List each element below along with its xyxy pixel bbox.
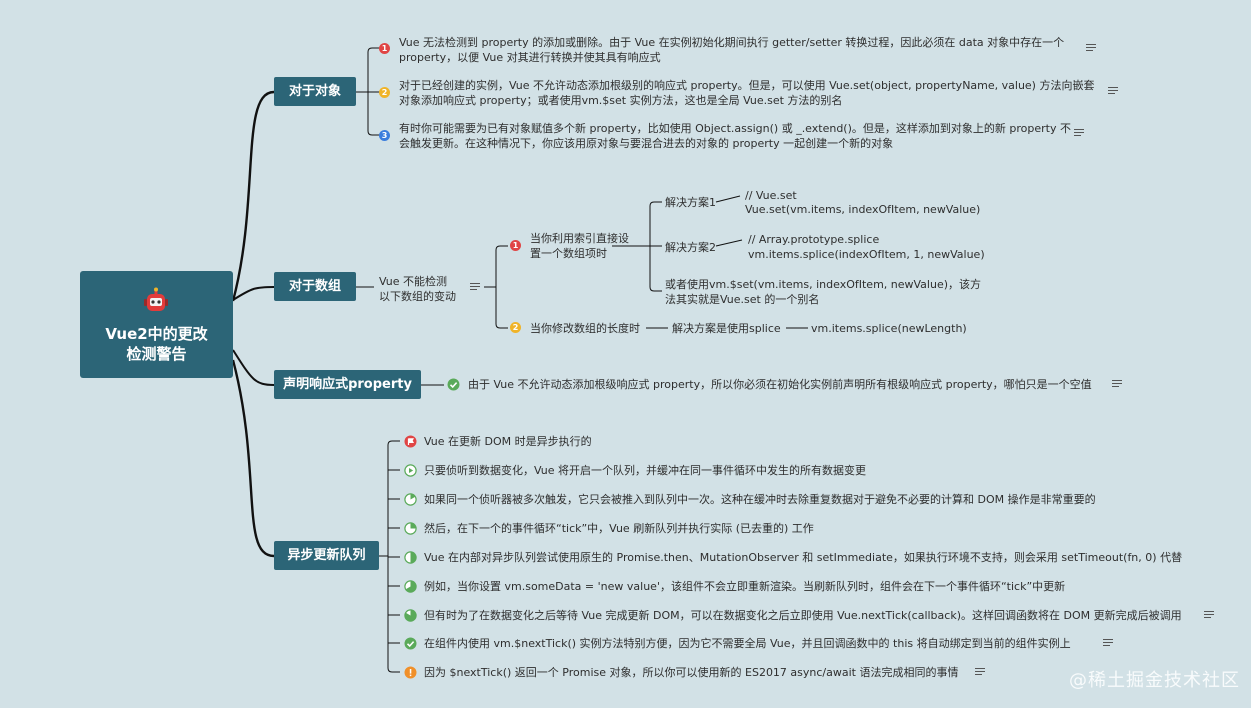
progress-3-icon xyxy=(404,551,417,564)
array-intro-line1: Vue 不能检测 xyxy=(379,275,448,288)
async-item-3: 如果同一个侦听器被多次触发，它只会被推入到队列中一次。这种在缓冲时去除重复数据对… xyxy=(424,493,1096,506)
badge-3-icon: 3 xyxy=(379,130,390,141)
badge-2-icon: 2 xyxy=(510,322,521,333)
array-case2-label: 当你修改数组的长度时 xyxy=(530,322,640,335)
object-item-2-line2: 对象添加响应式 property；或者使用vm.$set 实例方法，这也是全局 … xyxy=(399,94,843,107)
root-node[interactable]: Vue2中的更改 检测警告 xyxy=(80,271,233,378)
async-item-7: 但有时为了在数据变化之后等待 Vue 完成更新 DOM，可以在数据变化之后立即使… xyxy=(424,609,1182,622)
note-icon[interactable] xyxy=(1204,611,1214,619)
branch-async-queue[interactable]: 异步更新队列 xyxy=(274,541,379,570)
note-icon[interactable] xyxy=(1074,129,1084,137)
progress-5-icon xyxy=(404,609,417,622)
branch-array[interactable]: 对于数组 xyxy=(274,272,356,301)
note-icon[interactable] xyxy=(1112,380,1122,388)
check-icon xyxy=(404,637,417,650)
check-icon xyxy=(447,378,460,391)
array-solution2-comment: // Array.prototype.splice xyxy=(748,233,880,246)
array-intro-line2: 以下数组的变动 xyxy=(379,290,456,303)
note-icon[interactable] xyxy=(1103,639,1113,647)
array-solution1-label: 解决方案1 xyxy=(665,196,716,209)
array-case2-code: vm.items.splice(newLength) xyxy=(811,322,967,335)
object-item-2-line1: 对于已经创建的实例，Vue 不允许动态添加根级别的响应式 property。但是… xyxy=(399,79,1095,92)
object-item-3-line1: 有时你可能需要为已有对象赋值多个新 property，比如使用 Object.a… xyxy=(399,122,1071,135)
watermark: @稀土掘金技术社区 xyxy=(1069,670,1240,691)
async-item-2: 只要侦听到数据变化，Vue 将开启一个队列，并缓冲在同一事件循环中发生的所有数据… xyxy=(424,464,867,477)
async-item-5: Vue 在内部对异步队列尝试使用原生的 Promise.then、Mutatio… xyxy=(424,551,1183,564)
async-item-6: 例如，当你设置 vm.someData = 'new value'，该组件不会立… xyxy=(424,580,1066,593)
async-item-4: 然后，在下一个的事件循环“tick”中，Vue 刷新队列并执行实际 (已去重的)… xyxy=(424,522,814,535)
object-item-3-line2: 会触发更新。在这种情况下，你应该用原对象与要混合进去的对象的 property … xyxy=(399,137,894,150)
array-solution3-line2: 法其实就是Vue.set 的一个别名 xyxy=(665,293,820,306)
array-solution1-comment: // Vue.set xyxy=(745,189,797,202)
async-item-1: Vue 在更新 DOM 时是异步执行的 xyxy=(424,435,592,448)
array-case1-line2: 置一个数组项时 xyxy=(530,247,607,260)
badge-1-icon: 1 xyxy=(379,43,390,54)
progress-4-icon xyxy=(404,580,417,593)
note-icon[interactable] xyxy=(1086,44,1096,52)
root-title-line1: Vue2中的更改 xyxy=(105,325,208,343)
object-item-1-line1: Vue 无法检测到 property 的添加或删除。由于 Vue 在实例初始化期… xyxy=(399,36,1065,49)
root-title-line2: 检测警告 xyxy=(126,345,187,363)
array-case2-solution: 解决方案是使用splice xyxy=(672,322,781,335)
note-icon[interactable] xyxy=(975,668,985,676)
progress-2-icon xyxy=(404,522,417,535)
async-item-8: 在组件内使用 vm.$nextTick() 实例方法特别方便，因为它不需要全局 … xyxy=(424,637,1071,650)
warning-icon xyxy=(404,666,417,679)
array-solution2-code: vm.items.splice(indexOfItem, 1, newValue… xyxy=(748,248,985,261)
object-item-1-line2: property，以便 Vue 对其进行转换并使其具有响应式 xyxy=(399,51,661,64)
async-item-9: 因为 $nextTick() 返回一个 Promise 对象，所以你可以使用新的… xyxy=(424,666,959,679)
play-icon xyxy=(404,464,417,477)
array-solution2-label: 解决方案2 xyxy=(665,241,716,254)
flag-icon xyxy=(404,435,417,448)
badge-2-icon: 2 xyxy=(379,87,390,98)
badge-1-icon: 1 xyxy=(510,240,521,251)
branch-declare-reactive[interactable]: 声明响应式property xyxy=(274,370,421,399)
branch-object[interactable]: 对于对象 xyxy=(274,77,356,106)
robot-icon xyxy=(144,287,168,311)
declare-text: 由于 Vue 不允许动态添加根级响应式 property，所以你必须在初始化实例… xyxy=(468,378,1092,391)
array-case1-line1: 当你利用索引直接设 xyxy=(530,232,629,245)
array-solution1-code: Vue.set(vm.items, indexOfItem, newValue) xyxy=(745,203,981,216)
note-icon[interactable] xyxy=(1108,87,1118,95)
note-icon[interactable] xyxy=(470,283,480,291)
progress-1-icon xyxy=(404,493,417,506)
array-solution3-line1: 或者使用vm.$set(vm.items, indexOfItem, newVa… xyxy=(665,278,982,291)
